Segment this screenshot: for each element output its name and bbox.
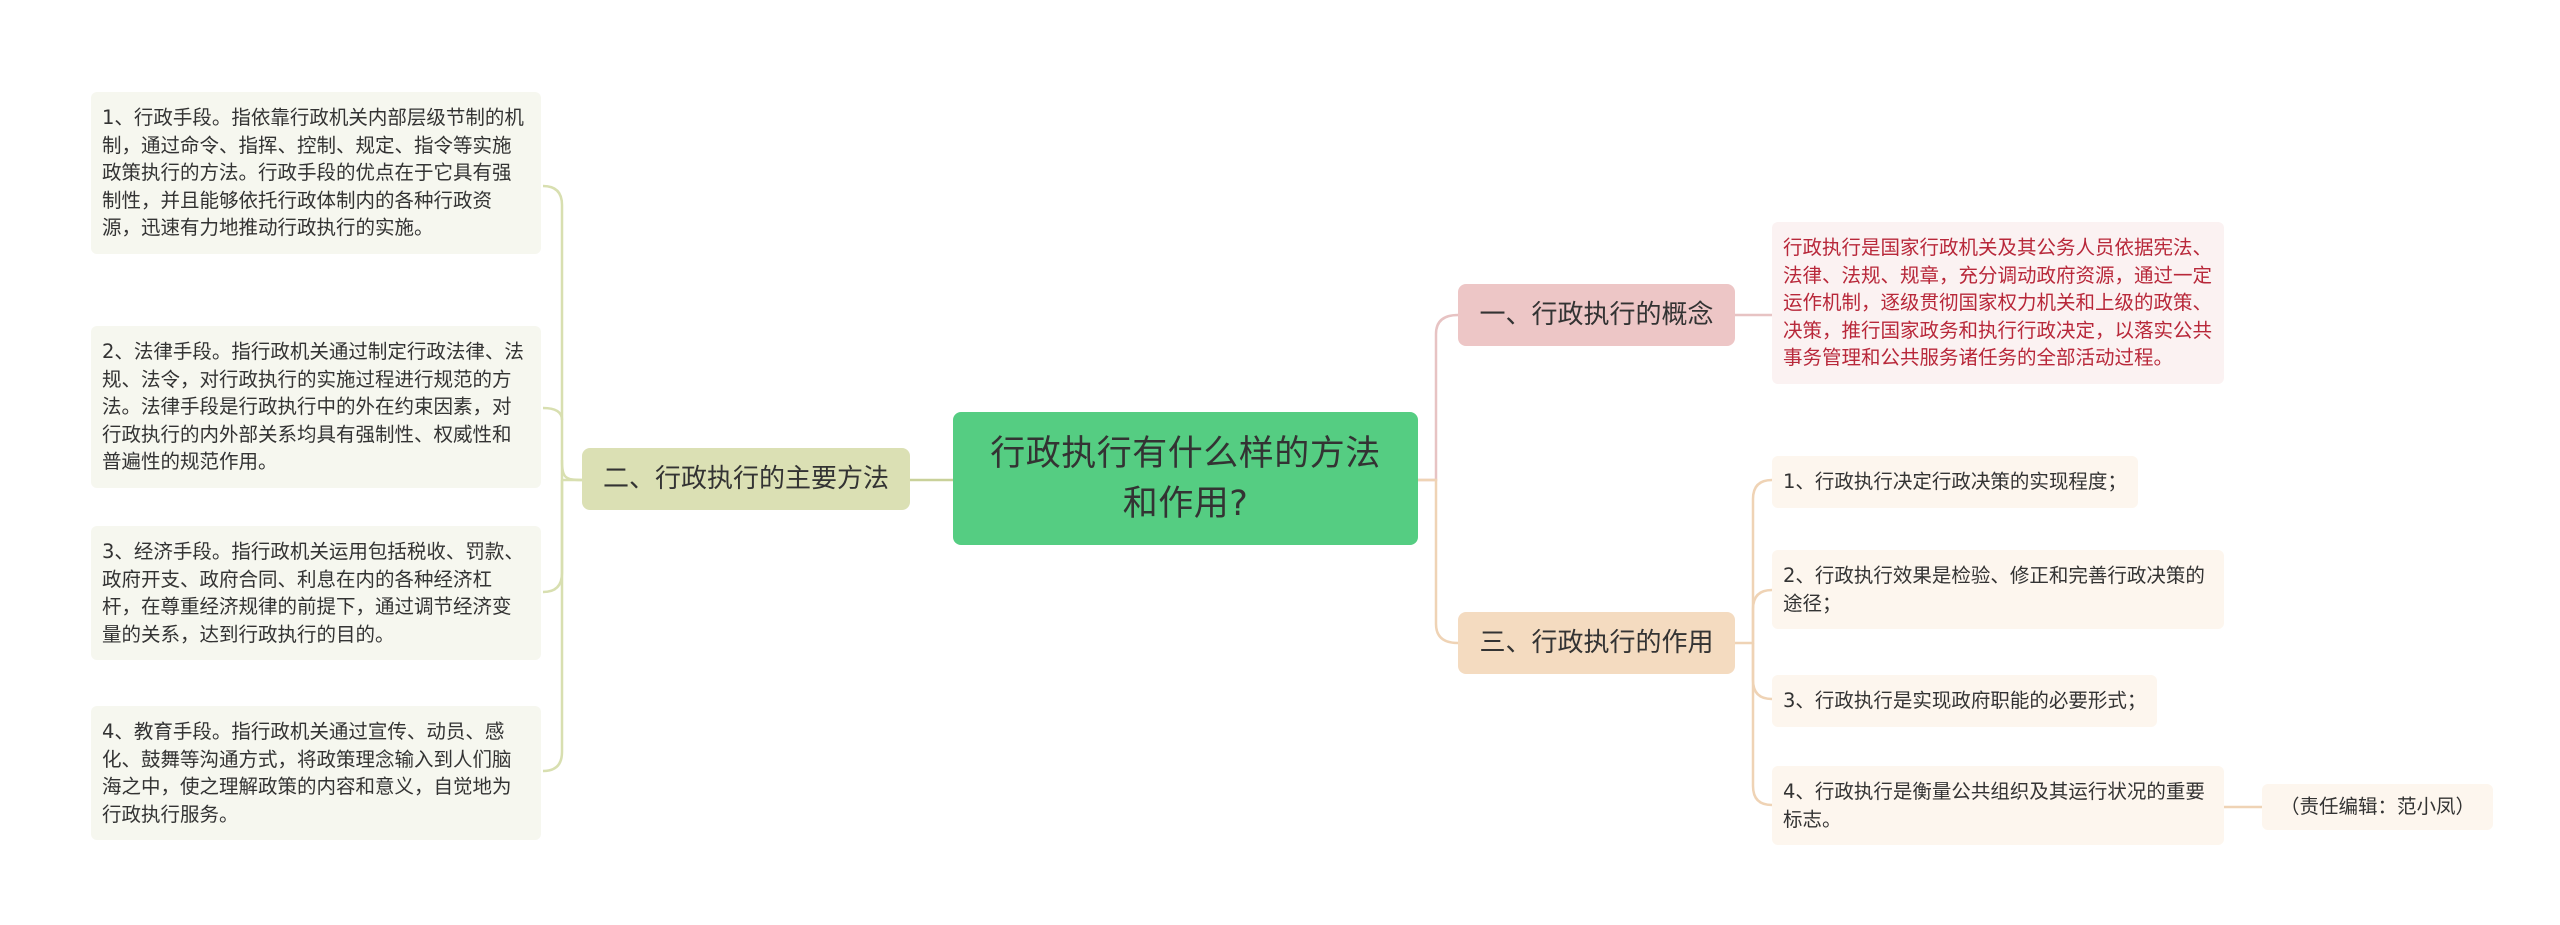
branch-methods-label: 二、行政执行的主要方法	[602, 464, 889, 494]
method-item-legal[interactable]: 2、法律手段。指行政机关通过制定行政法律、法规、法令，对行政执行的实施过程进行规…	[91, 326, 541, 488]
role-item-3[interactable]: 3、行政执行是实现政府职能的必要形式；	[1772, 675, 2158, 727]
link-methods-trunk	[560, 459, 583, 482]
editor-credit-text: （责任编辑：范小凤）	[2280, 795, 2476, 818]
role-item-1[interactable]: 1、行政执行决定行政决策的实现程度；	[1772, 456, 2138, 508]
role-item-text: 4、行政执行是衡量公共组织及其运行状况的重要标志。	[1783, 780, 2205, 831]
link-methods-item2	[542, 406, 564, 421]
branch-methods[interactable]: 二、行政执行的主要方法	[582, 448, 910, 510]
role-item-text: 3、行政执行是实现政府职能的必要形式；	[1783, 689, 2147, 712]
concept-definition[interactable]: 行政执行是国家行政机关及其公务人员依据宪法、法律、法规、规章，充分调动政府资源，…	[1772, 222, 2224, 384]
editor-credit[interactable]: （责任编辑：范小凤）	[2262, 784, 2494, 830]
link-roles-item4	[1751, 643, 1773, 807]
role-item-4[interactable]: 4、行政执行是衡量公共组织及其运行状况的重要标志。	[1772, 766, 2224, 845]
branch-concept[interactable]: 一、行政执行的概念	[1458, 284, 1735, 346]
method-item-text: 2、法律手段。指行政机关通过制定行政法律、法规、法令，对行政执行的实施过程进行规…	[102, 340, 524, 473]
link-methods-item1	[542, 184, 564, 480]
link-root-roles	[1418, 478, 1459, 645]
concept-definition-text: 行政执行是国家行政机关及其公务人员依据宪法、法律、法规、规章，充分调动政府资源，…	[1783, 236, 2213, 369]
root-topic[interactable]: 行政执行有什么样的方法和作用?	[953, 412, 1418, 545]
link-root-concept	[1418, 313, 1459, 482]
link-methods-item3	[542, 480, 564, 594]
root-title: 行政执行有什么样的方法和作用?	[990, 434, 1381, 524]
link-roles-item2	[1751, 588, 1773, 643]
branch-roles[interactable]: 三、行政执行的作用	[1458, 612, 1735, 674]
method-item-economic[interactable]: 3、经济手段。指行政机关运用包括税收、罚款、政府开支、政府合同、利息在内的各种经…	[91, 526, 541, 660]
method-item-text: 1、行政手段。指依靠行政机关内部层级节制的机制，通过命令、指挥、控制、规定、指令…	[102, 106, 524, 239]
link-roles-item3	[1751, 643, 1773, 701]
role-item-text: 1、行政执行决定行政决策的实现程度；	[1783, 470, 2127, 493]
method-item-text: 3、经济手段。指行政机关运用包括税收、罚款、政府开支、政府合同、利息在内的各种经…	[102, 540, 524, 646]
role-item-text: 2、行政执行效果是检验、修正和完善行政决策的途径；	[1783, 564, 2205, 615]
method-item-administrative[interactable]: 1、行政手段。指依靠行政机关内部层级节制的机制，通过命令、指挥、控制、规定、指令…	[91, 92, 541, 254]
method-item-education[interactable]: 4、教育手段。指行政机关通过宣传、动员、感化、鼓舞等沟通方式，将政策理念输入到人…	[91, 706, 541, 840]
branch-concept-label: 一、行政执行的概念	[1479, 300, 1714, 330]
link-roles-item1	[1735, 478, 1773, 645]
method-item-text: 4、教育手段。指行政机关通过宣传、动员、感化、鼓舞等沟通方式，将政策理念输入到人…	[102, 720, 512, 826]
branch-roles-label: 三、行政执行的作用	[1479, 628, 1714, 658]
link-methods-item4	[542, 480, 564, 773]
role-item-2[interactable]: 2、行政执行效果是检验、修正和完善行政决策的途径；	[1772, 550, 2224, 629]
